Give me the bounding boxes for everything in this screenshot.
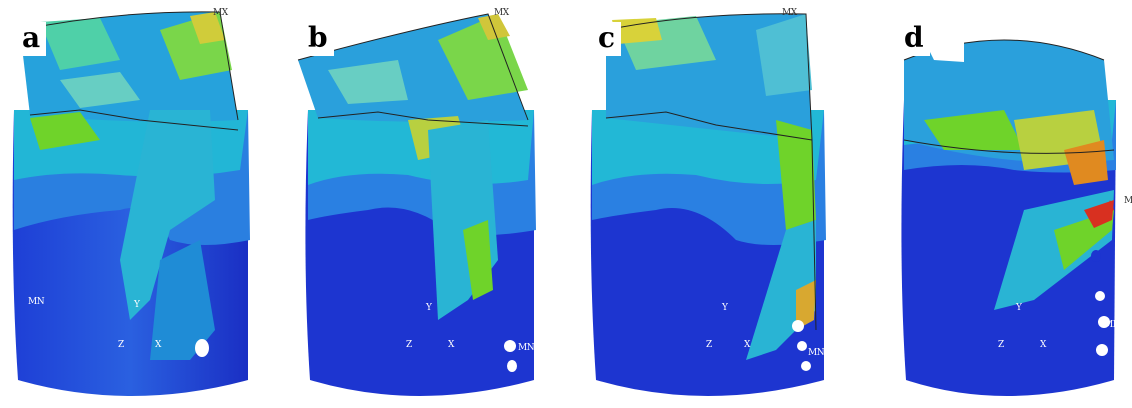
panel-label-b: b: [304, 22, 334, 56]
cylinder-contour-b: [297, 13, 536, 396]
axis-z-c: Z: [706, 340, 712, 350]
axis-x-d: X: [1040, 340, 1046, 350]
axis-y-b: Y: [426, 303, 432, 313]
cylinder-contour-a: [12, 11, 250, 396]
min-marker-b: MN: [518, 343, 535, 353]
panel-b: b MX MN Y Z X: [288, 0, 571, 408]
max-marker-d: MX: [1124, 196, 1132, 206]
axis-z-d: Z: [998, 340, 1004, 350]
min-marker-a: MN: [28, 297, 45, 307]
panel-label-a: a: [18, 22, 47, 56]
panel-d: d MX MN Y Z X: [864, 0, 1132, 408]
max-marker-a: MX: [213, 8, 228, 18]
axis-y-c: Y: [722, 303, 728, 313]
axis-z-b: Z: [406, 340, 412, 350]
min-marker-d: MN: [1104, 320, 1121, 330]
axis-z-a: Z: [118, 340, 124, 350]
min-marker-c: MN: [808, 348, 825, 358]
max-marker-c: MX: [782, 8, 797, 18]
max-marker-b: MX: [494, 8, 509, 18]
panel-c: c MX MN Y Z X: [576, 0, 859, 408]
panel-label-c: c: [594, 22, 622, 56]
axis-x-b: X: [448, 340, 454, 350]
axis-x-c: X: [744, 340, 750, 350]
cylinder-contour-d: [901, 39, 1116, 396]
axis-x-a: X: [155, 340, 161, 350]
axis-y-d: Y: [1016, 303, 1022, 313]
cylinder-contour-c: [590, 13, 826, 396]
panel-label-d: d: [900, 22, 930, 56]
panel-a: a MX MN Y Z X: [0, 0, 283, 408]
axis-y-a: Y: [134, 300, 140, 310]
